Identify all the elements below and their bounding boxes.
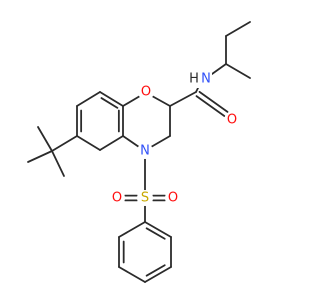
ring-bond-n-c [122,135,140,148]
phenyl-bond-1 [144,221,172,238]
ring-oxygen-label: O [141,85,151,100]
benzo-bond-2 [76,135,101,151]
sulfur-label: S [141,191,149,206]
tbutyl-bond-methyl-2 [27,150,53,163]
tbutyl-bond-methyl-3 [51,150,65,177]
molecule-structure-diagram: N O O N H S O O [27,21,251,283]
tbutyl-bond-attach [51,135,78,152]
amide-carbonyl-bond-a [195,95,226,118]
ring-oxygen-atom: O [138,84,154,100]
phenyl-bond-6 [118,221,146,238]
phenyl-bond-4 [118,266,146,283]
bond-layer [27,21,251,283]
secbutyl-bond-1 [211,63,227,75]
phenyl-bond-3 [144,266,172,283]
amide-carbonyl-bond-b [198,90,229,113]
benzo-aromatic-3 [100,97,119,109]
sulfonyl-oxygen-right-label: O [168,191,178,206]
carbonyl-oxygen-atom: O [224,112,240,128]
atom-label-layer: N O O N H S O O [109,70,240,206]
amide-bond-c2-c [169,91,197,107]
secbutyl-bond-3 [225,21,251,37]
sulfur-atom: S [137,190,153,206]
phenyl-aromatic-2 [145,264,166,277]
sulfonyl-oxygen-left-label: O [112,191,122,206]
benzo-bond-1 [99,135,124,151]
ring-bond-o-c2 [151,95,171,107]
ring-bond-c3-n [150,135,171,148]
tbutyl-bond-methyl-1 [37,126,53,152]
secbutyl-bond-methyl [225,63,251,79]
amide-hydrogen-label: H [189,72,199,87]
phenyl-aromatic-1 [145,227,166,240]
ring-nitrogen-atom: N [137,143,153,159]
benzo-bond-4 [76,91,101,107]
ring-nitrogen-label: N [140,144,150,159]
amide-nitrogen-label: N [201,72,211,87]
sulfonyl-oxygen-left-atom: O [109,190,125,206]
sulfonyl-oxygen-right-atom: O [165,190,181,206]
ring-bond-c-o [122,95,141,107]
amide-nitrogen-atom: N H [186,70,212,88]
carbonyl-oxygen-label: O [227,113,237,128]
benzo-bond-5 [99,91,124,107]
